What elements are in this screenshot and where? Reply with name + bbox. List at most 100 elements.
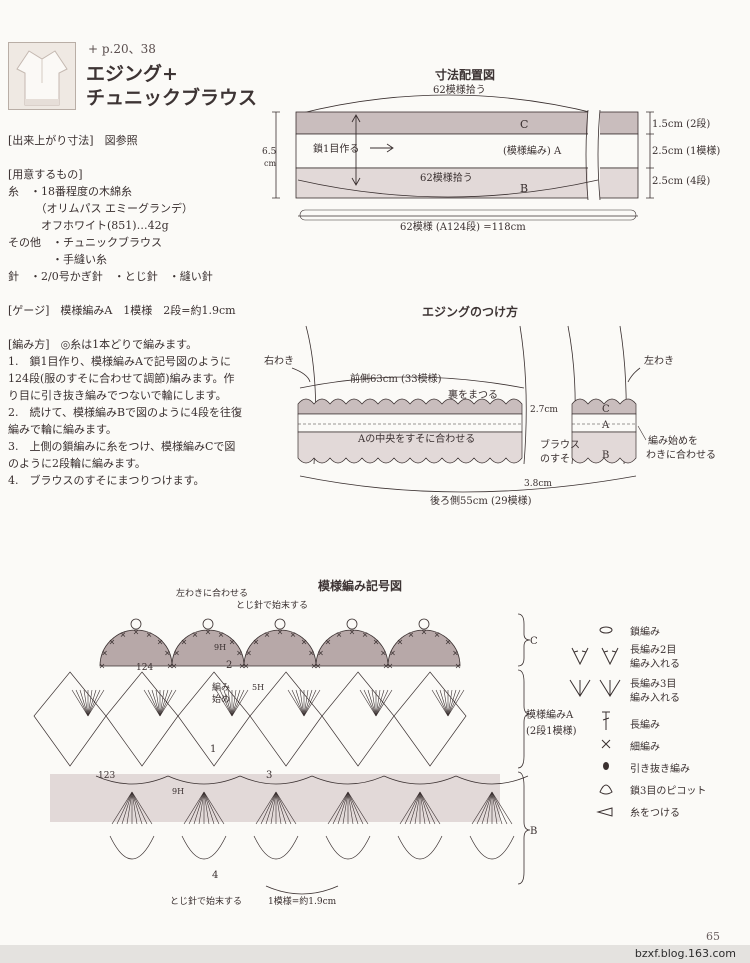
- legend-chain: 鎖編み: [630, 627, 660, 638]
- left-side-label: 左わき: [644, 354, 674, 367]
- measure-38: 3.8cm: [524, 479, 552, 489]
- scallop-c: [387, 629, 461, 667]
- yarn-join-icon: [596, 807, 613, 817]
- fan-stitch-b: [481, 791, 493, 825]
- spec-line: 124段(服のすそに合わせて調節)編みます。作: [8, 372, 235, 385]
- back-measure: 後ろ側55cm (29模様): [430, 494, 532, 507]
- fan-stitch: [439, 689, 449, 717]
- note-finish-top: とじ針で始末する: [236, 599, 308, 611]
- sc-mark: [383, 663, 389, 669]
- fan-stitch: [303, 689, 309, 717]
- fan-stitch-b: [399, 791, 421, 825]
- chain-icon: [599, 626, 613, 634]
- spec-line: 編みで輪に編みます。: [8, 423, 117, 436]
- sc-mark: [120, 632, 126, 637]
- picot-mark: [202, 618, 214, 630]
- height-total: 6.5: [262, 147, 277, 157]
- fan-stitch-b: [347, 791, 354, 825]
- fan-stitch-b: [332, 791, 349, 825]
- sc-mark: [102, 650, 107, 656]
- fan-stitch: [431, 689, 449, 717]
- legend-sc: 細編み: [630, 742, 660, 753]
- row-123: 123: [98, 771, 115, 781]
- page-title: エジング+ チュニックブラウス: [86, 62, 257, 110]
- fan-stitch: [371, 689, 377, 717]
- fan-stitch: [223, 689, 233, 717]
- diamond-a: [249, 671, 323, 767]
- spec-line: [出来上がり寸法] 図参照: [8, 134, 138, 147]
- fan-stitch-b: [193, 791, 205, 825]
- fan-stitch-b: [188, 791, 205, 825]
- fan-stitch: [231, 689, 241, 717]
- attach-diagram: 右わき 左わき 前側63cm (33模様) 裏をまつる 2.7cm Aの中央をす…: [264, 325, 716, 507]
- row-a-measure: 2.5cm (1模様): [652, 144, 720, 157]
- fan-stitch: [155, 689, 161, 717]
- fan-stitch: [79, 689, 89, 717]
- fan-stitch: [87, 689, 105, 717]
- diamond-a: [177, 671, 251, 767]
- fan-stitch: [215, 689, 233, 717]
- fan-stitch-b: [198, 791, 205, 825]
- sc-mark: [336, 632, 342, 637]
- sc-mark: [434, 632, 440, 637]
- chart-heading: 模様編み記号図: [317, 579, 402, 593]
- row-marker-4: 4: [212, 870, 218, 881]
- sc-mark: [253, 639, 259, 645]
- picot-mark: [274, 618, 286, 630]
- fan-stitch: [359, 689, 377, 717]
- sc-mark: [309, 650, 314, 656]
- sc-mark: [192, 632, 198, 637]
- fan-stitch-b: [265, 791, 277, 825]
- fan-stitch-b: [275, 791, 282, 825]
- fan-stitch-b: [471, 791, 493, 825]
- attach-label-c: C: [602, 404, 610, 415]
- start-label-2: 始め: [212, 693, 230, 705]
- fan-stitch-b: [347, 791, 369, 825]
- fan-stitch: [71, 689, 89, 717]
- chart-band-c: [99, 618, 461, 669]
- fan-stitch: [375, 689, 389, 717]
- page-number: 65: [706, 930, 720, 943]
- scallop-b: [469, 835, 515, 860]
- spec-line: 3. 上側の鎖編みに糸をつけ、模様編みCで図: [8, 440, 236, 453]
- sc-mark: [157, 639, 163, 645]
- legend-dc2tog: 長編み2目 編み入れる: [630, 645, 680, 670]
- fan-stitch: [159, 689, 173, 717]
- picot-icon: [599, 784, 613, 795]
- fan-stitch-b: [347, 791, 364, 825]
- scallop-b: [397, 835, 443, 860]
- spec-line: [ゲージ] 模様編みA 1模様 2段=約1.9cm: [8, 304, 236, 317]
- sc-mark: [397, 639, 403, 645]
- sc-mark: [318, 650, 323, 656]
- fan-stitch-b: [337, 791, 349, 825]
- sc-mark: [311, 663, 317, 669]
- dc3tog-icon: [569, 679, 621, 697]
- fan-stitch-b: [203, 791, 225, 825]
- sc-mark: [290, 632, 296, 637]
- fan-stitch-b: [260, 791, 277, 825]
- spec-line: [用意するもの]: [8, 168, 83, 181]
- fan-stitch-b: [404, 791, 421, 825]
- section-c-label: C: [530, 636, 538, 647]
- fan-stitch-b: [203, 791, 220, 825]
- fan-stitch: [147, 689, 161, 717]
- footer-bar: bzxf.blog.163.com: [0, 945, 750, 963]
- start-chain-label: 鎖1目作る: [313, 142, 359, 155]
- sc-mark: [174, 650, 179, 656]
- diamond-a: [105, 671, 179, 767]
- fan-stitch-b: [131, 791, 143, 825]
- section-b-label: B: [530, 826, 537, 837]
- fan-stitch: [447, 689, 457, 717]
- scallop-b: [181, 835, 227, 860]
- row-c-measure: 1.5cm (2段): [652, 117, 710, 130]
- fan-stitch-b: [270, 791, 277, 825]
- blouse-thumbnail: [8, 42, 76, 110]
- sc-mark: [445, 639, 451, 645]
- spec-line: 2. 続けて、模様編みBで図のように4段を往復: [8, 406, 243, 419]
- fan-stitch-b: [342, 791, 349, 825]
- band-c-label: C: [520, 118, 528, 131]
- sc-mark: [109, 639, 115, 645]
- fan-stitch: [287, 689, 305, 717]
- fan-stitch-b: [121, 791, 133, 825]
- sc-mark: [390, 650, 395, 656]
